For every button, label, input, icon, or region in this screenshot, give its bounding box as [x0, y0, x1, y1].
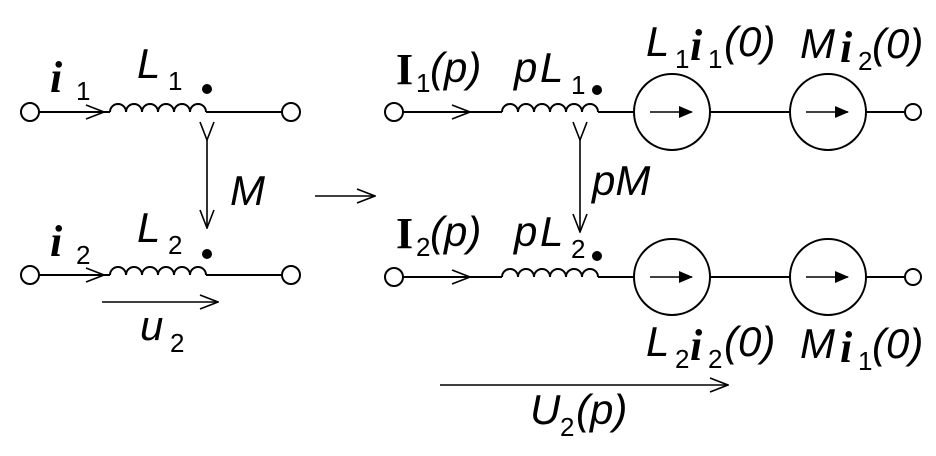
source-current: i [840, 23, 853, 72]
inductor-label: L [540, 44, 563, 91]
mutual-label: pM [590, 157, 650, 204]
voltage-sub: 2 [170, 328, 184, 358]
current-sub: 1 [416, 68, 430, 98]
source-sub: 2 [675, 344, 689, 374]
current-arg: (p) [430, 208, 481, 255]
source-sub: 1 [675, 44, 689, 74]
inductor-sub: 2 [168, 230, 182, 260]
source-arg: (0) [724, 318, 775, 365]
voltage-label: U [530, 386, 561, 433]
source-current-sub: 1 [708, 44, 722, 74]
terminal [281, 102, 301, 122]
polarity-dot [202, 84, 212, 94]
mutual-label: M [230, 167, 265, 214]
terminal [904, 103, 922, 121]
source-current-sub: 2 [858, 46, 872, 76]
current-label: i [50, 53, 63, 102]
terminal [20, 102, 40, 122]
inductor-sub: 1 [571, 70, 585, 100]
voltage-sub: 2 [560, 412, 574, 442]
inductor-sub: 1 [168, 66, 182, 96]
source-current-sub: 2 [708, 344, 722, 374]
source-arg: (0) [872, 20, 923, 67]
terminal [384, 102, 404, 122]
terminal [904, 268, 922, 286]
current-label: I [396, 209, 413, 258]
current-sub: 1 [76, 76, 90, 106]
current-arg: (p) [430, 44, 481, 91]
inductor [501, 268, 599, 278]
inductor-label: L [137, 204, 160, 251]
polarity-dot [592, 251, 602, 261]
source-label: L [646, 18, 669, 65]
source-label: M [800, 320, 835, 367]
voltage-arg: (p) [576, 386, 627, 433]
source-current: i [690, 321, 703, 370]
polarity-dot [592, 85, 602, 95]
source-label: M [800, 20, 835, 67]
source-arg: (0) [724, 18, 775, 65]
inductor [501, 103, 599, 113]
terminal [281, 265, 301, 285]
current-sub: 2 [76, 240, 90, 270]
inductor-sub: 2 [571, 234, 585, 264]
inductor [109, 266, 207, 276]
right-circuit: I 1 (p) p L 1 L 1 i 1 (0) M i 2 (0) pM I… [384, 18, 923, 442]
current-sub: 2 [416, 232, 430, 262]
current-label: I [396, 45, 413, 94]
left-circuit: i 1 L 1 i 2 L 2 M u 2 [20, 40, 301, 358]
inductor-prefix: p [512, 208, 537, 255]
source-arg: (0) [872, 320, 923, 367]
source-current-sub: 1 [858, 346, 872, 376]
terminal [384, 267, 404, 287]
inductor-label: L [137, 40, 160, 87]
current-label: i [50, 217, 63, 266]
polarity-dot [202, 249, 212, 259]
source-label: L [646, 318, 669, 365]
source-current: i [840, 323, 853, 372]
terminal [20, 265, 40, 285]
inductor-prefix: p [512, 44, 537, 91]
inductor [109, 103, 207, 113]
source-current: i [690, 21, 703, 70]
voltage-label: u [140, 302, 163, 349]
inductor-label: L [540, 208, 563, 255]
